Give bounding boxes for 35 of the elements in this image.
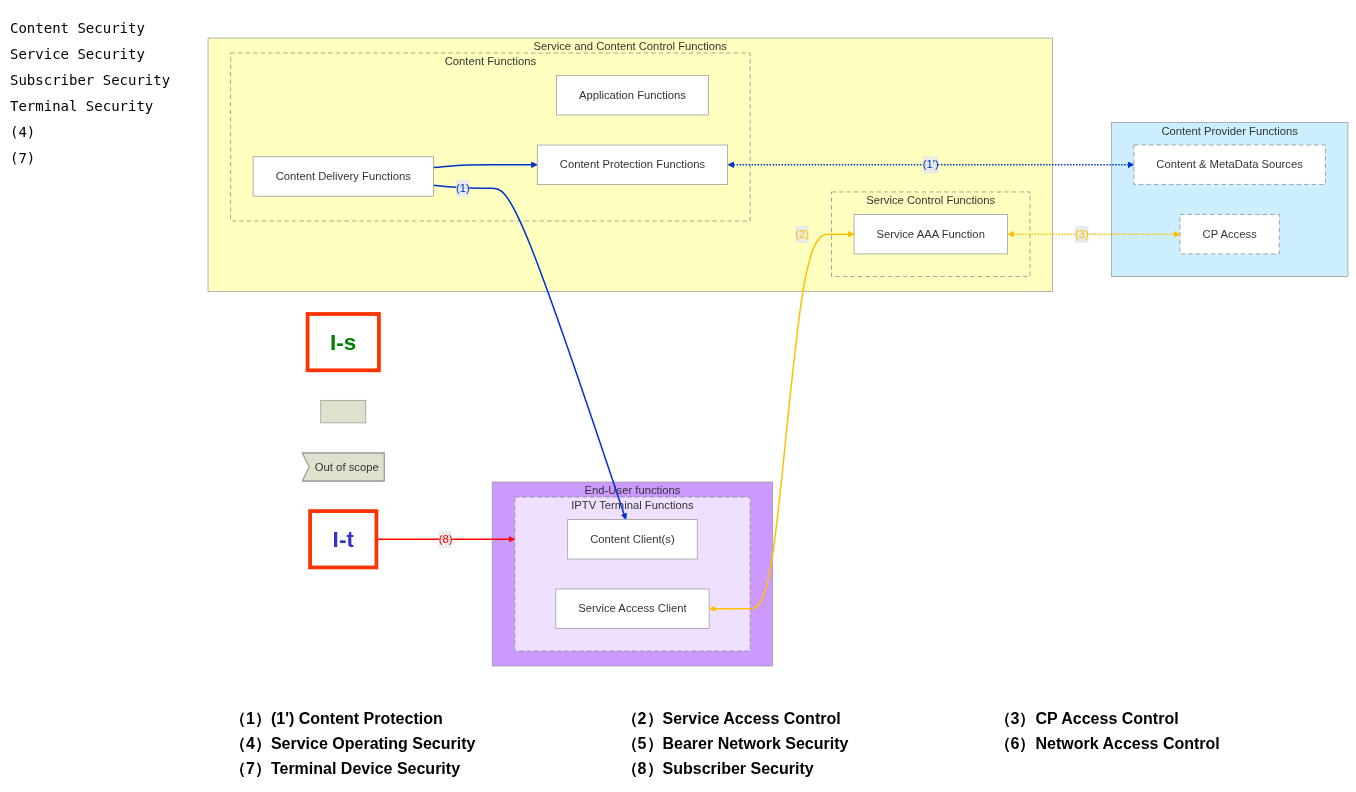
row-label: (4) [10,124,37,140]
key-entry: （1）(1') Content Protection [230,709,444,729]
edge-label: (2) [795,226,809,240]
row-label: Terminal Security [10,98,155,114]
row-label: (7) [10,150,37,166]
node-box [320,399,367,423]
key-entry: （3）CP Access Control [994,709,1180,729]
node-box: Content Client(s) [567,518,698,559]
node-box: I-t [308,508,379,569]
row-label: Content Security [10,20,146,36]
arrow [727,160,1135,168]
node-box: Content & MetaData Sources [1133,144,1326,185]
key-entry: （4）Service Operating Security [230,734,477,754]
node-box: Service AAA Function [853,213,1008,254]
key-entry: （7）Terminal Device Security [230,759,462,779]
node-box: Application Functions [556,74,709,115]
node-box: Content Delivery Functions [252,155,434,197]
arrow [709,230,855,612]
arrow [432,160,538,168]
key-entry: （8）Subscriber Security [621,759,815,779]
edge-label: (1') [922,157,939,171]
key-entry: （6）Network Access Control [994,734,1221,754]
node-box: Service Access Client [555,588,710,629]
edge-label: (1) [455,180,470,194]
arrow [1007,230,1181,237]
arrow [432,184,628,520]
edge-label: (3) [1075,226,1089,240]
node-box: Content Protection Functions [536,144,728,185]
row-label: Subscriber Security [10,72,172,88]
node-box: CP Access [1179,213,1280,254]
key-entry: （2）Service Access Control [621,709,842,729]
edge-label: (8) [438,531,453,545]
row-label: Service Security [10,46,146,62]
key-entry: （5）Bearer Network Security [621,734,850,754]
node-box: I-s [305,311,381,372]
